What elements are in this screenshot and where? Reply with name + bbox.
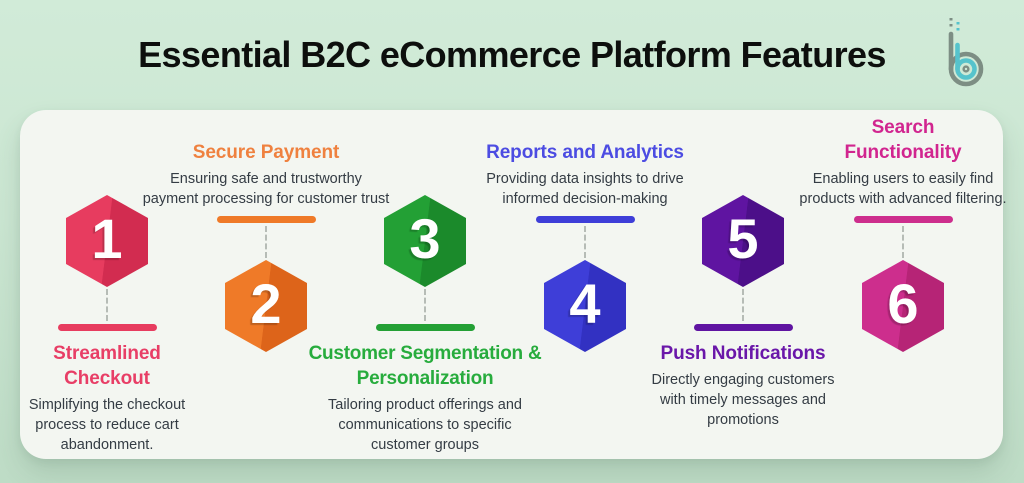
step-number: 2 bbox=[250, 272, 282, 335]
step-number: 5 bbox=[727, 207, 759, 270]
feature-description: Providing data insights to drive informe… bbox=[486, 171, 684, 207]
accent-bar bbox=[216, 216, 316, 223]
step-number: 4 bbox=[569, 272, 601, 335]
feature-item-5: 5 Push Notifications Directly engaging c… bbox=[618, 110, 868, 430]
hexagon-step-badge: 1 bbox=[66, 195, 148, 287]
dotted-connector bbox=[742, 289, 744, 321]
step-number: 6 bbox=[887, 272, 919, 335]
accent-bar bbox=[57, 324, 157, 331]
header: Essential B2C eCommerce Platform Feature… bbox=[0, 0, 1024, 110]
feature-title: Push Notifications bbox=[660, 343, 826, 364]
page-title: Essential B2C eCommerce Platform Feature… bbox=[138, 34, 886, 75]
feature-title: Streamlined Checkout bbox=[53, 343, 161, 390]
feature-description: Enabling users to easily find products w… bbox=[799, 171, 1007, 207]
feature-description: Tailoring product offerings and communic… bbox=[328, 397, 522, 454]
step-number: 1 bbox=[91, 207, 123, 270]
feature-item-4: Reports and Analytics Providing data ins… bbox=[460, 110, 710, 352]
step-number: 3 bbox=[409, 207, 441, 270]
feature-item-2: Secure Payment Ensuring safe and trustwo… bbox=[141, 110, 391, 352]
b-monogram-icon bbox=[948, 18, 984, 87]
feature-title: Search Functionality bbox=[844, 116, 962, 163]
brand-logo bbox=[932, 14, 994, 94]
feature-text-block: Secure Payment Ensuring safe and trustwo… bbox=[141, 110, 391, 211]
accent-bar bbox=[693, 324, 793, 331]
feature-description: Simplifying the checkout process to redu… bbox=[28, 397, 186, 454]
feature-item-6: Search Functionality Enabling users to e… bbox=[778, 110, 1024, 352]
hexagon-step-badge: 6 bbox=[862, 260, 944, 352]
feature-item-3: 3 Customer Segmentation & Personalizatio… bbox=[300, 110, 550, 455]
feature-description: Directly engaging customers with timely … bbox=[651, 372, 835, 429]
hexagon-step-badge: 3 bbox=[384, 195, 466, 287]
hexagon-step-badge: 2 bbox=[225, 260, 307, 352]
dotted-connector bbox=[424, 289, 426, 321]
feature-text-block: Reports and Analytics Providing data ins… bbox=[474, 110, 696, 211]
features-card: 1 Streamlined Checkout Simplifying the c… bbox=[20, 110, 1007, 459]
dotted-connector bbox=[584, 226, 586, 258]
feature-title: Customer Segmentation & Personalization bbox=[308, 343, 542, 390]
accent-bar bbox=[535, 216, 635, 223]
feature-item-1: 1 Streamlined Checkout Simplifying the c… bbox=[0, 110, 232, 455]
dotted-connector bbox=[902, 226, 904, 258]
feature-title: Reports and Analytics bbox=[486, 141, 684, 163]
hexagon-step-badge: 5 bbox=[702, 195, 784, 287]
dotted-connector bbox=[106, 289, 108, 321]
feature-description: Ensuring safe and trustworthy payment pr… bbox=[142, 171, 390, 207]
accent-bar bbox=[853, 216, 953, 223]
feature-text-block: Search Functionality Enabling users to e… bbox=[787, 110, 1019, 211]
hexagon-step-badge: 4 bbox=[544, 260, 626, 352]
accent-bar bbox=[375, 324, 475, 331]
dotted-connector bbox=[265, 226, 267, 258]
feature-title: Secure Payment bbox=[192, 141, 340, 163]
